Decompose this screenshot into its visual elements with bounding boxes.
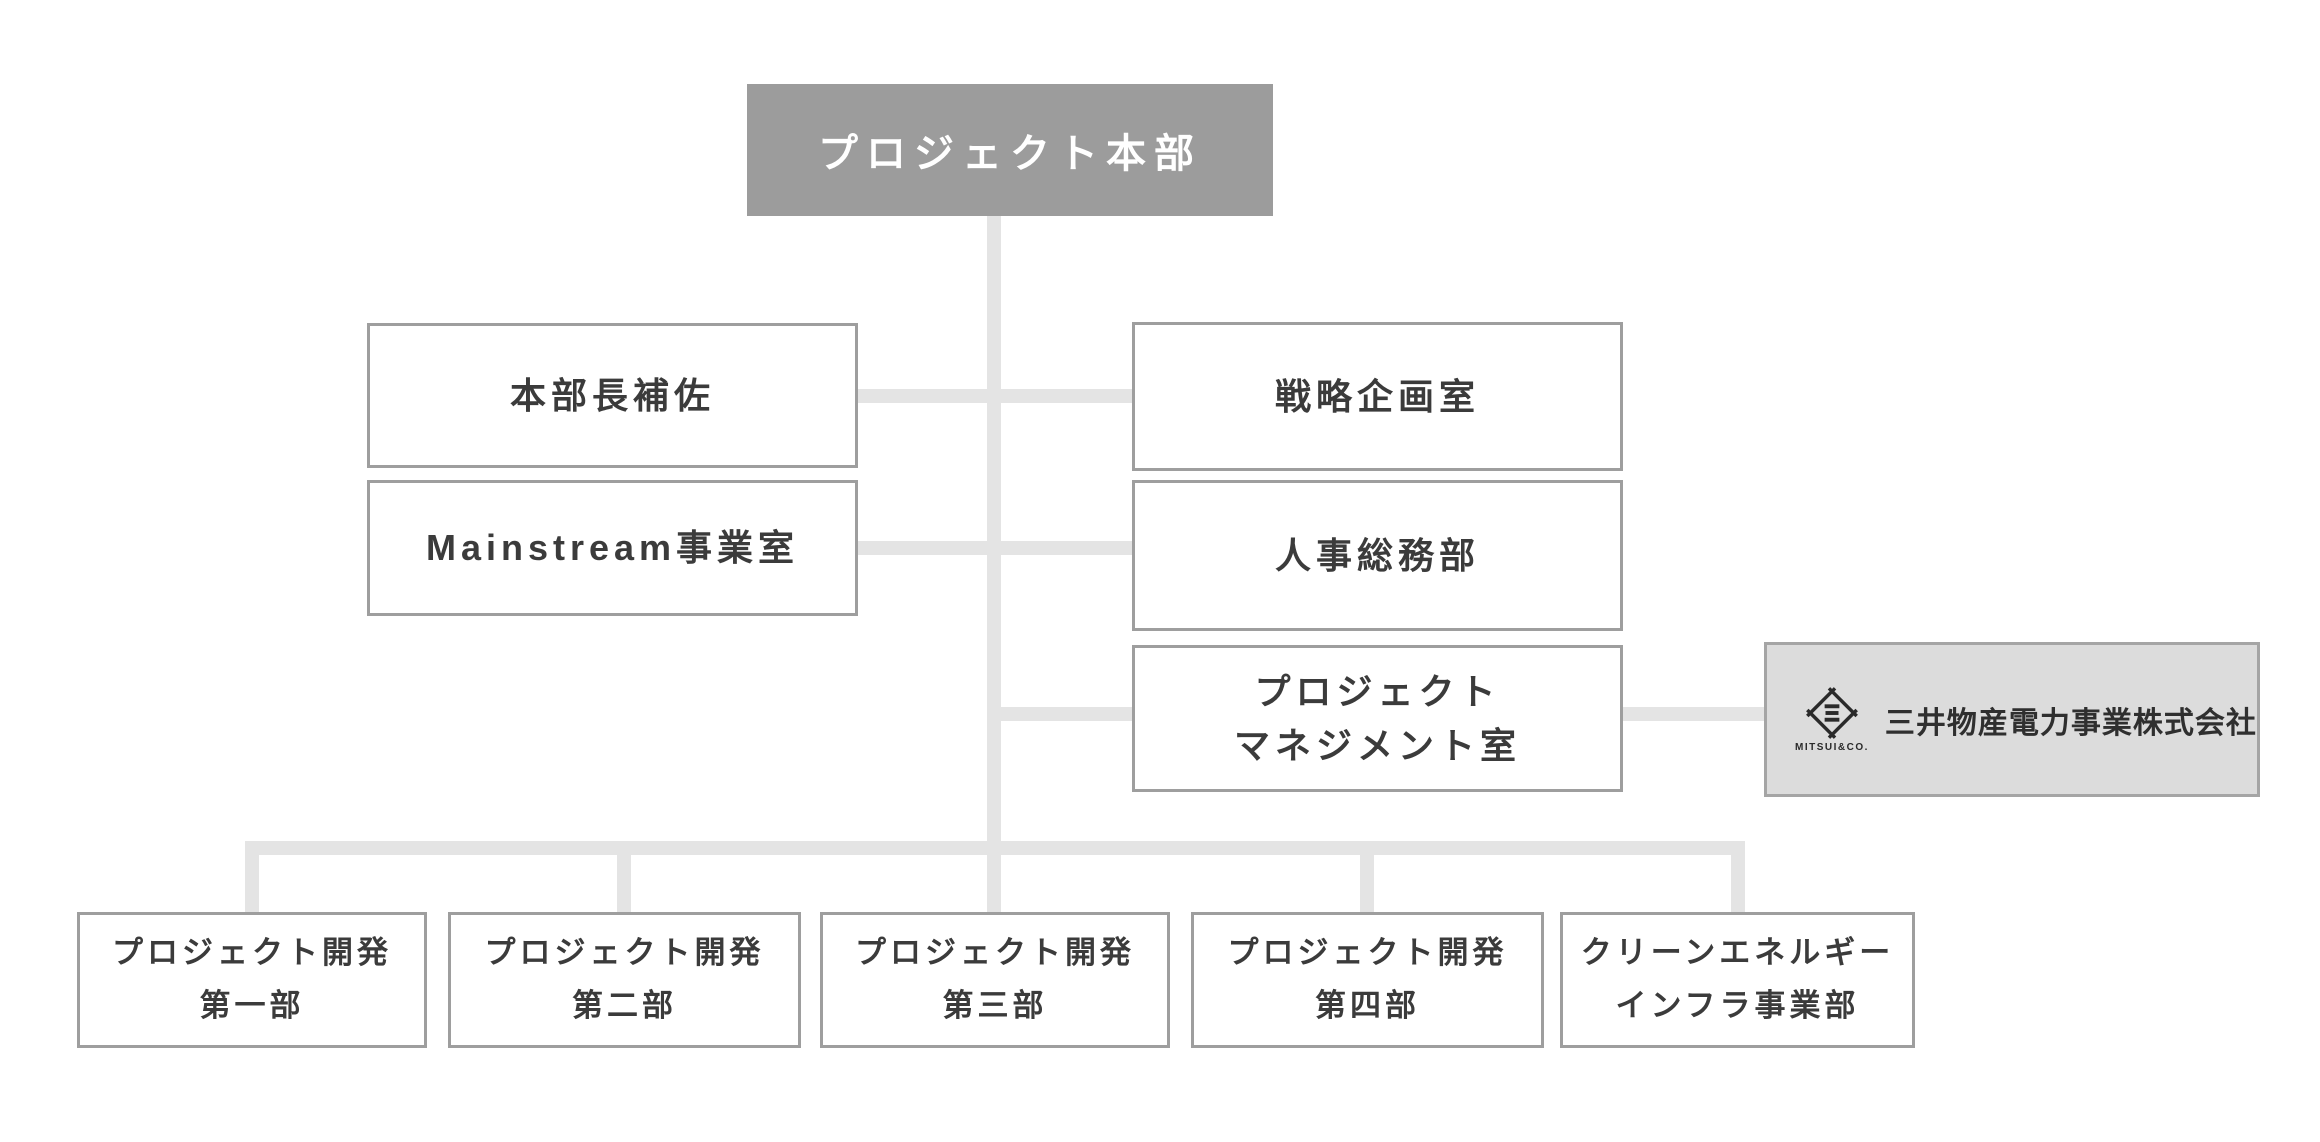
org-box-clean-energy-infra-dept: クリーンエネルギー インフラ事業部 (1560, 912, 1915, 1048)
org-box-label: 本部長補佐 (509, 374, 715, 416)
connector-row2-horizontal (858, 541, 1132, 555)
mitsui-logo-caption: MITSUI&CO. (1795, 741, 1869, 753)
org-box-project-dev-dept-1: プロジェクト開発 第一部 (77, 912, 427, 1048)
org-box-hr-general-affairs-dept: 人事総務部 (1132, 480, 1623, 631)
org-box-label: 三井物産電力事業株式会社 (1884, 706, 2257, 740)
connector-trunk-vertical (987, 216, 1001, 912)
connector-bottom-bar (245, 841, 1745, 855)
org-box-label: プロジェクト開発 第四部 (1227, 935, 1508, 1023)
org-box-label: プロジェクト開発 第二部 (484, 935, 765, 1023)
org-box-label: Mainstream事業室 (425, 527, 800, 568)
connector-partner-horizontal (1623, 707, 1764, 721)
org-box-project-headquarters: プロジェクト本部 (747, 84, 1273, 216)
connector-drop-dept2 (617, 841, 631, 912)
org-box-hq-chief-assistant: 本部長補佐 (367, 323, 858, 468)
org-box-label: プロジェクト マネジメント室 (1233, 670, 1521, 766)
connector-row1-horizontal (858, 389, 1132, 403)
org-box-strategic-planning-office: 戦略企画室 (1132, 322, 1623, 471)
mitsui-igeta-logo-icon: MITSUI&CO. (1795, 686, 1869, 753)
connector-drop-dept5 (1731, 841, 1745, 912)
org-box-label: 戦略企画室 (1274, 375, 1480, 417)
connector-drop-dept4 (1360, 841, 1374, 912)
org-box-mitsui-power-company: MITSUI&CO. 三井物産電力事業株式会社 (1764, 642, 2260, 797)
org-box-label: プロジェクト本部 (818, 132, 1202, 176)
org-box-label: 人事総務部 (1274, 534, 1480, 576)
org-box-project-dev-dept-3: プロジェクト開発 第三部 (820, 912, 1170, 1048)
org-box-label: クリーンエネルギー インフラ事業部 (1580, 935, 1895, 1023)
org-box-project-dev-dept-4: プロジェクト開発 第四部 (1191, 912, 1544, 1048)
org-box-project-management-office: プロジェクト マネジメント室 (1132, 645, 1623, 792)
org-box-mainstream-business-office: Mainstream事業室 (367, 480, 858, 616)
connector-drop-dept1 (245, 841, 259, 912)
connector-pm-horizontal (994, 707, 1132, 721)
org-box-label: プロジェクト開発 第一部 (112, 935, 392, 1023)
org-box-label: プロジェクト開発 第三部 (855, 935, 1135, 1023)
org-box-project-dev-dept-2: プロジェクト開発 第二部 (448, 912, 801, 1048)
